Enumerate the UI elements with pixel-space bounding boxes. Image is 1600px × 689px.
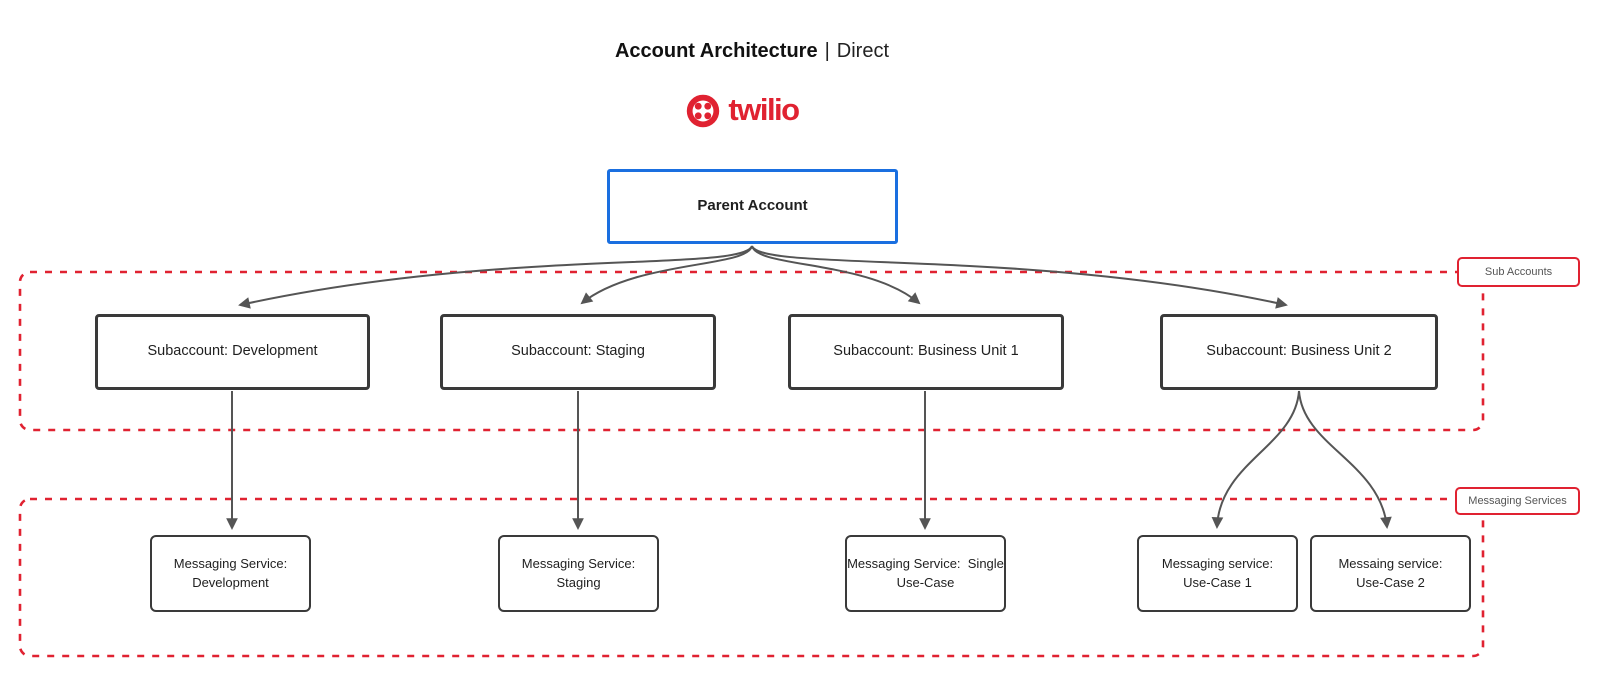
title-variant: Direct: [836, 40, 890, 62]
messaging-service-staging-node: Messaging Service: Staging: [498, 535, 659, 612]
sub-accounts-region-label: Sub Accounts: [1457, 257, 1580, 287]
messaging-service-development-node: Messaging Service: Development: [150, 535, 311, 612]
service-label-line: Messaging Service: Single: [847, 555, 1004, 571]
service-label-line: Messaing service:: [1338, 555, 1443, 571]
twilio-wordmark: twilio: [728, 92, 800, 127]
subaccount-staging-node: Subaccount: Staging: [440, 314, 716, 390]
arrow-business-unit-2-to-use-case-1: [1211, 390, 1300, 529]
messaging-services-region-label: Messaging Services: [1455, 487, 1580, 515]
messaging-service-use-case-2-node: Messaing service: Use-Case 2: [1310, 535, 1471, 612]
service-label-line: Use-Case: [896, 574, 955, 590]
parent-account-label: Parent Account: [697, 197, 808, 215]
service-label-line: Messaging Service:: [173, 555, 288, 571]
messaging-service-single-use-case-node: Messaging Service: Single Use-Case: [845, 535, 1006, 612]
messaging-services-region-label-text: Messaging Services: [1468, 495, 1567, 507]
title-separator: |: [824, 40, 830, 62]
twilio-logo-icon: [687, 94, 720, 128]
arrow-parent-to-subaccount-business-unit-2: [751, 245, 1288, 309]
arrow-parent-to-subaccount-development: [238, 245, 753, 309]
sub-accounts-region-border: [18, 270, 1485, 432]
service-label-line: Messaging service:: [1161, 555, 1274, 571]
subaccount-staging-label: Subaccount: Staging: [511, 343, 645, 360]
service-label-line: Use-Case 2: [1356, 574, 1425, 590]
parent-account-node: Parent Account: [607, 169, 898, 244]
page-title: Account Architecture | Direct: [0, 40, 1504, 63]
subaccount-business-unit-1-label: Subaccount: Business Unit 1: [833, 343, 1019, 360]
service-label-line: Development: [192, 574, 269, 590]
arrow-parent-to-subaccount-staging: [580, 245, 753, 305]
twilio-logo: twilio: [0, 93, 1484, 129]
service-label-line: Messaging Service:: [521, 555, 636, 571]
service-label-line: Staging: [556, 574, 601, 590]
messaging-services-region-border: [18, 497, 1485, 658]
arrow-parent-to-subaccount-business-unit-1: [751, 245, 921, 305]
service-label-line: Use-Case 1: [1183, 574, 1252, 590]
subaccount-development-label: Subaccount: Development: [147, 343, 318, 360]
arrow-business-unit-2-to-use-case-2: [1298, 390, 1392, 529]
subaccount-development-node: Subaccount: Development: [95, 314, 370, 390]
title-main: Account Architecture: [614, 40, 818, 62]
sub-accounts-region-label-text: Sub Accounts: [1484, 266, 1553, 278]
messaging-service-use-case-1-node: Messaging service: Use-Case 1: [1137, 535, 1298, 612]
subaccount-business-unit-2-label: Subaccount: Business Unit 2: [1206, 343, 1392, 360]
subaccount-business-unit-1-node: Subaccount: Business Unit 1: [788, 314, 1064, 390]
subaccount-business-unit-2-node: Subaccount: Business Unit 2: [1160, 314, 1438, 390]
